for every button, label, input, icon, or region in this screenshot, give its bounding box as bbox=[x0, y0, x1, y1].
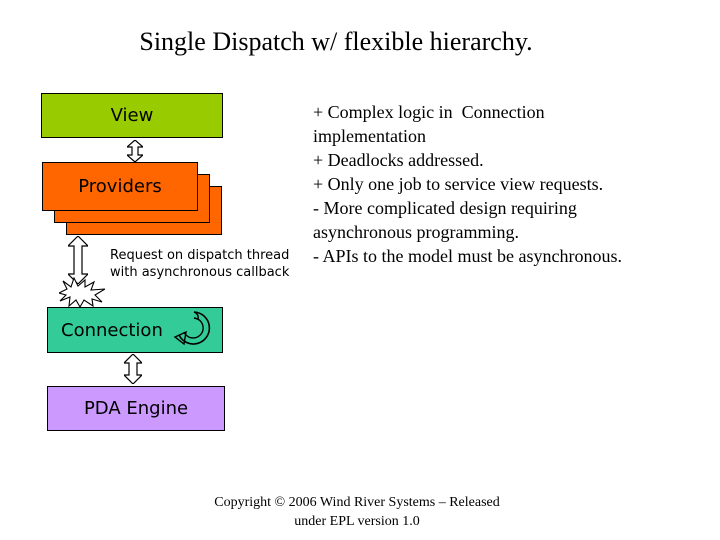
pda-engine-box: PDA Engine bbox=[47, 386, 225, 431]
double-arrow-connection-pda-icon bbox=[124, 354, 142, 384]
providers-box: Providers bbox=[42, 162, 198, 211]
note-line: + Complex logic in Connection bbox=[313, 102, 545, 122]
page-title: Single Dispatch w/ flexible hierarchy. bbox=[139, 27, 533, 56]
pda-engine-box-label: PDA Engine bbox=[83, 398, 189, 419]
note-line: - APIs to the model must be asynchronous… bbox=[313, 246, 622, 266]
callout-request-dispatch: Request on dispatch thread with asynchro… bbox=[110, 247, 289, 281]
note-line: + Only one job to service view requests. bbox=[313, 174, 604, 194]
starburst-icon bbox=[59, 277, 105, 307]
note-line: + Deadlocks addressed. bbox=[313, 150, 484, 170]
notes-block: + Complex logic in Connection implementa… bbox=[313, 100, 622, 268]
double-arrow-providers-connection-icon bbox=[68, 236, 88, 284]
connection-box: Connection bbox=[47, 307, 223, 353]
note-line: - More complicated design requiring bbox=[313, 198, 577, 218]
copyright-line-2: under EPL version 1.0 bbox=[294, 514, 420, 529]
providers-box-label: Providers bbox=[78, 176, 162, 197]
note-line: asynchronous programming. bbox=[313, 222, 519, 242]
note-line: implementation bbox=[313, 126, 426, 146]
callout-line-1: Request on dispatch thread bbox=[110, 248, 290, 263]
double-arrow-view-providers-icon bbox=[127, 140, 143, 162]
callout-line-2: with asynchronous callback bbox=[110, 265, 290, 280]
circular-arrow-icon bbox=[173, 311, 211, 346]
view-box: View bbox=[41, 93, 223, 138]
copyright-line-1: Copyright © 2006 Wind River Systems – Re… bbox=[214, 495, 500, 510]
connection-box-label: Connection bbox=[61, 319, 163, 341]
copyright-footer: Copyright © 2006 Wind River Systems – Re… bbox=[0, 493, 714, 531]
view-box-label: View bbox=[110, 105, 154, 126]
